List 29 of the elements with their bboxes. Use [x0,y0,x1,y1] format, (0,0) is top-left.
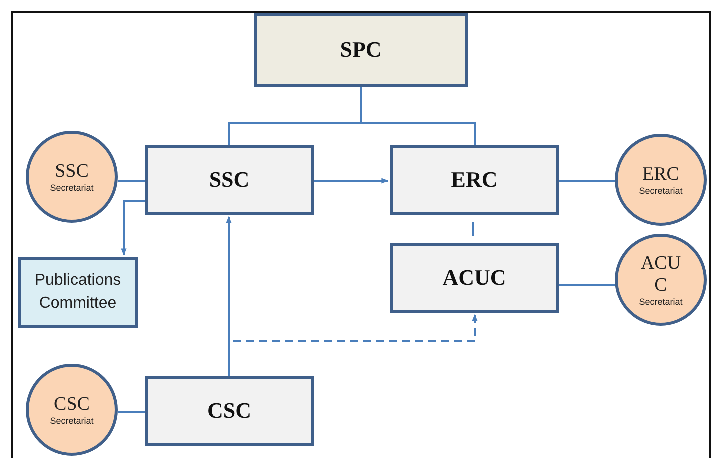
arrow [121,200,145,256]
committee-box [254,13,468,87]
connector-line [360,87,476,145]
connector-line [559,284,615,286]
committee-label: Publications Committee [34,271,122,314]
secretariat-label: SSC [54,161,90,183]
committee-label: ERC [451,167,498,193]
committee-label: CSC [207,398,252,424]
secretariat-label: CSC [53,394,91,416]
committee-box [390,145,559,215]
committee-box [145,145,314,215]
committee-box [18,257,138,328]
connector-line [559,180,615,182]
committee-label: ACUC [442,265,506,291]
secretariat-label: ACU C [640,253,682,297]
secretariat-caption: Secretariat [639,186,683,196]
secretariat-caption: Secretariat [639,296,683,307]
committee-label: SSC [209,167,250,193]
committee-box [145,376,314,446]
secretariat-caption: Secretariat [50,416,94,426]
connector-line [118,180,145,182]
connector-line [118,411,145,413]
arrow [314,178,389,184]
secretariat-caption: Secretariat [50,182,94,193]
arrow [228,314,478,376]
committee-box [390,243,559,313]
secretariat-label: ERC [642,164,680,186]
connector-line [472,222,474,236]
committee-label: SPC [340,37,382,63]
